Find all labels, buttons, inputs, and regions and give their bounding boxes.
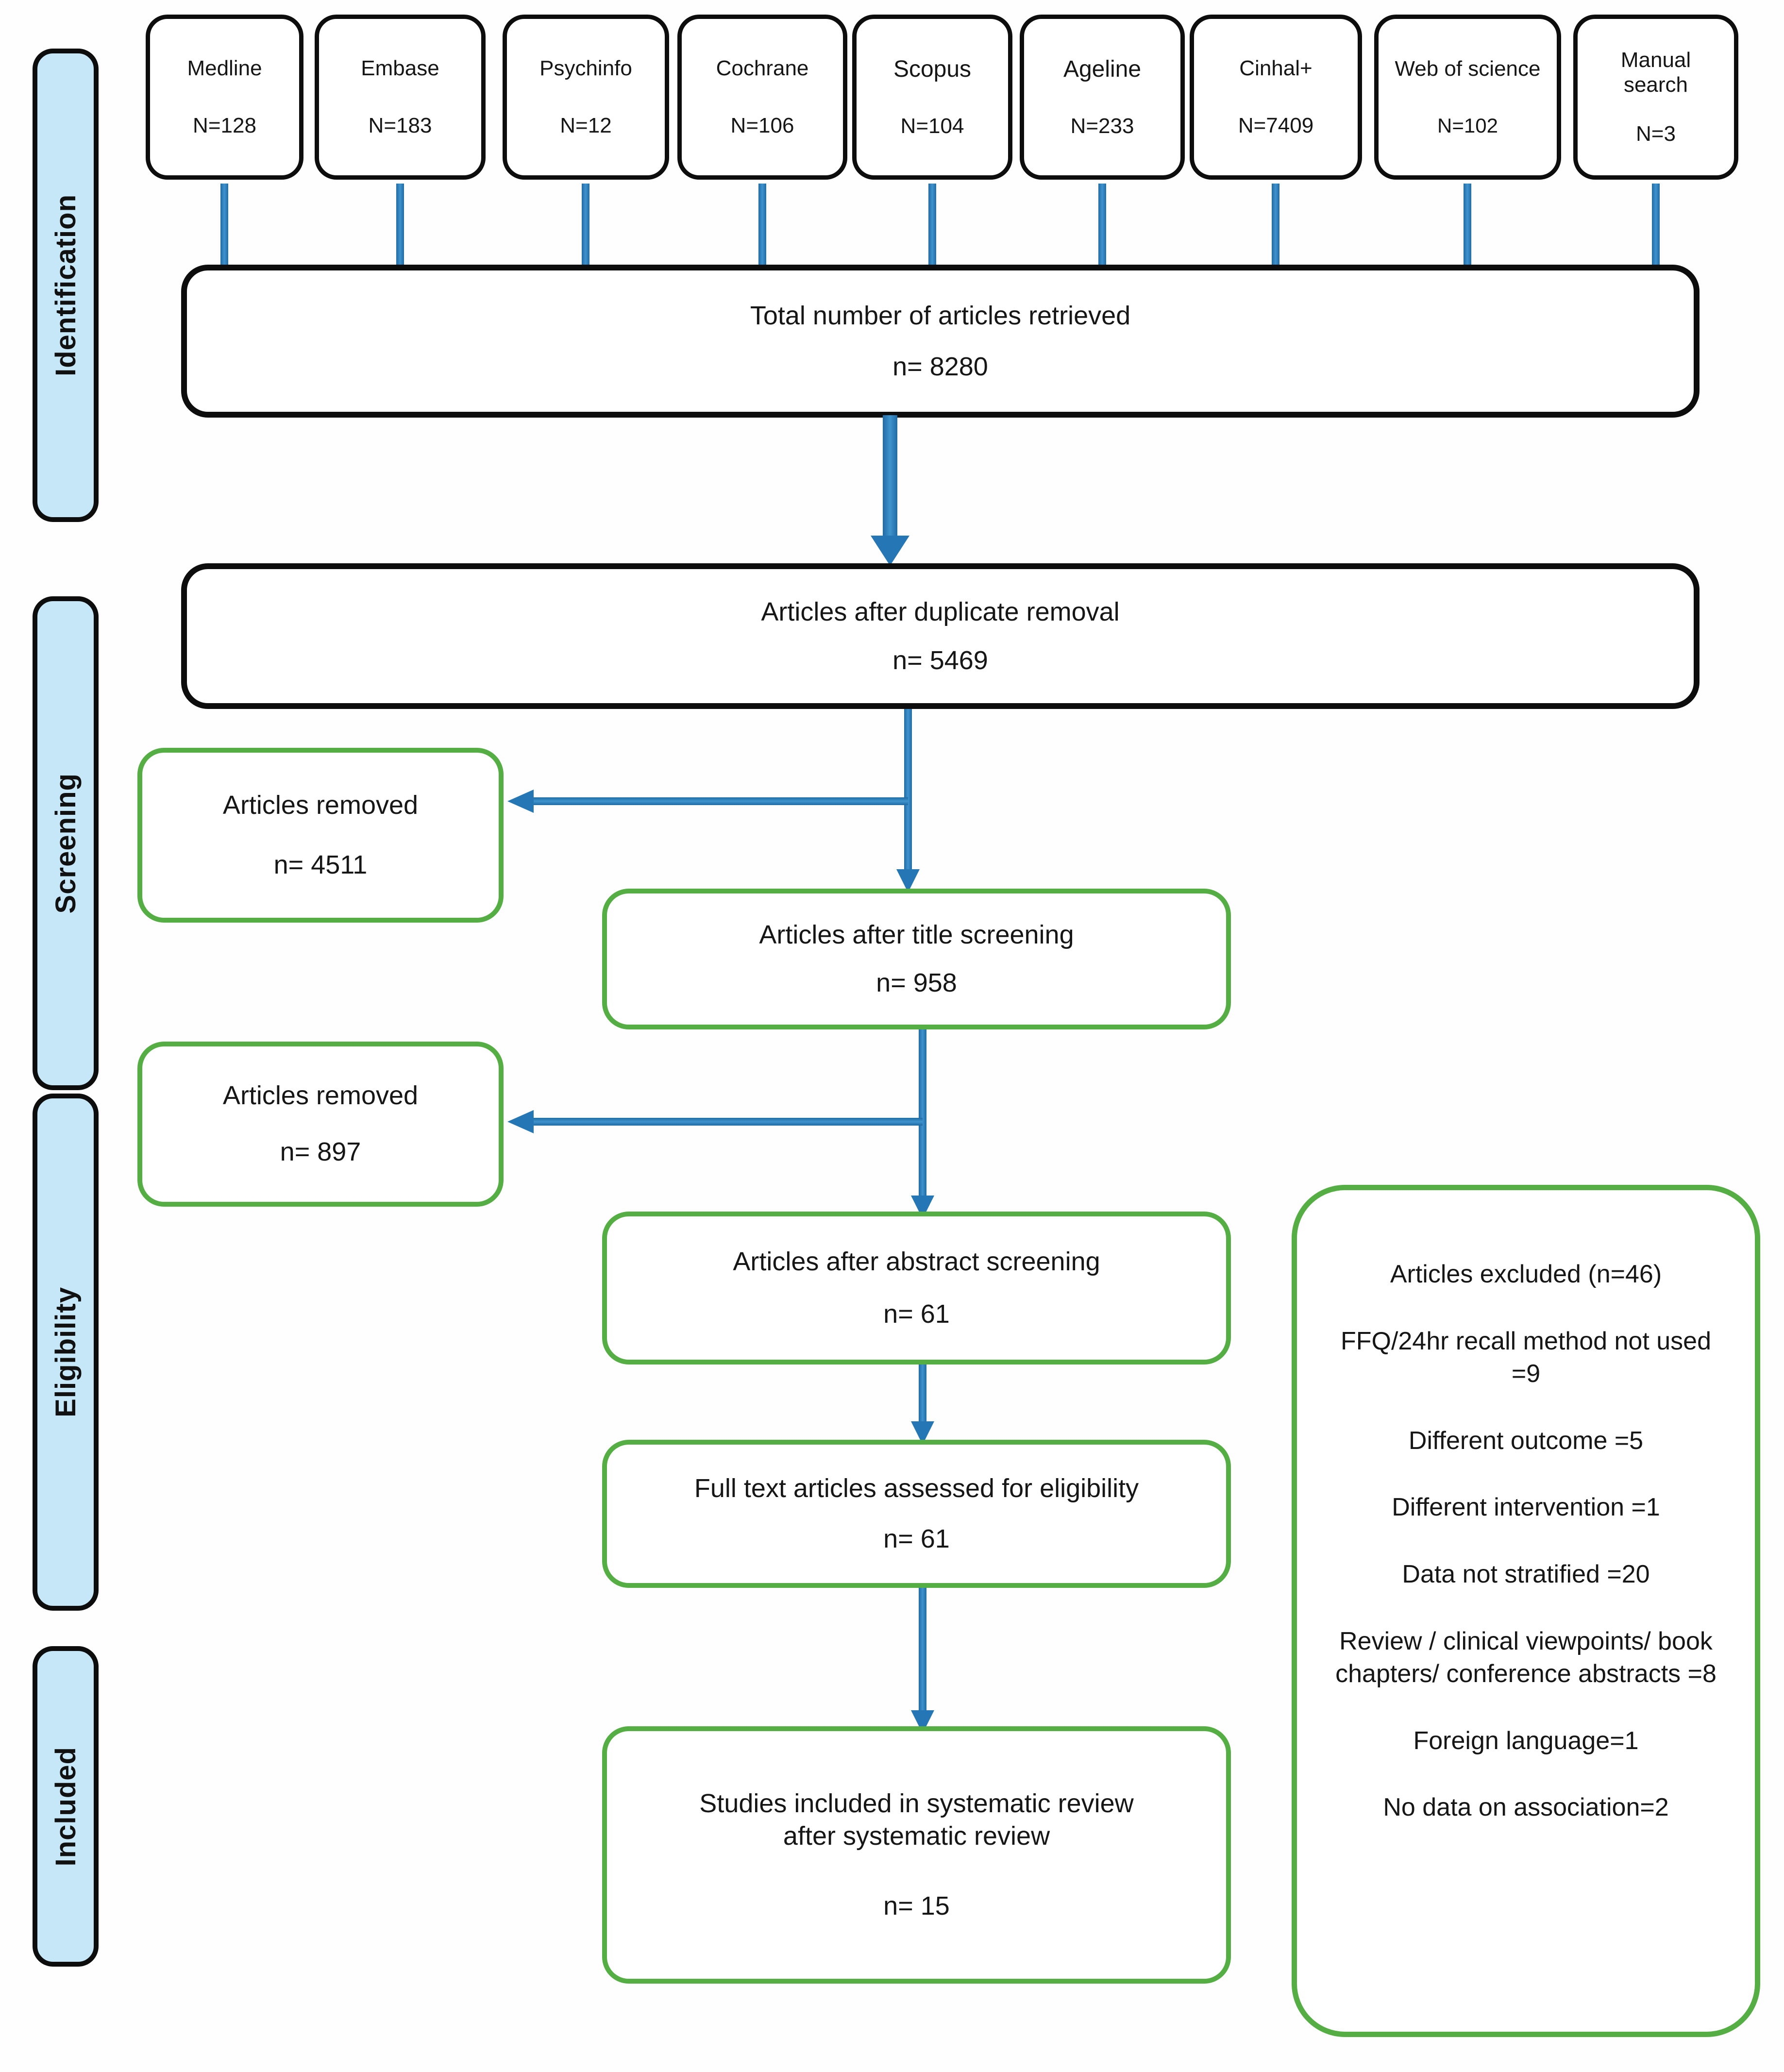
stage-identification: Identification — [33, 49, 99, 522]
arrow-left-icon — [507, 790, 908, 813]
box-count: n= 897 — [280, 1137, 361, 1167]
box-count: n= 8280 — [892, 352, 988, 381]
title-screening-box: Articles after title screening n= 958 — [602, 889, 1231, 1029]
box-count: n= 15 — [883, 1891, 950, 1920]
box-count: n= 61 — [883, 1524, 950, 1553]
duplicate-removal-box: Articles after duplicate removal n= 5469 — [181, 563, 1700, 709]
box-count: n= 958 — [876, 968, 957, 997]
stage-label: Identification — [50, 194, 82, 376]
source-count: N=106 — [730, 113, 794, 137]
box-label: Studies included in systematic review af… — [699, 1787, 1133, 1853]
box-label-line1: Studies included in systematic review — [699, 1788, 1134, 1818]
exclusion-reason: FFQ/24hr recall method not used =9 — [1340, 1327, 1712, 1388]
source-name: Embase — [361, 56, 439, 81]
source-name: Manual search — [1620, 48, 1691, 97]
included-studies-box: Studies included in systematic review af… — [602, 1726, 1231, 1984]
source-box-medline: Medline N=128 — [146, 15, 303, 180]
box-count: n= 5469 — [892, 645, 988, 675]
arrow-down-icon — [911, 1588, 934, 1734]
stage-eligibility: Eligibility — [33, 1094, 99, 1611]
box-count: n= 61 — [883, 1299, 950, 1329]
box-label-line2: after systematic review — [783, 1821, 1050, 1851]
source-count: N=7409 — [1238, 113, 1314, 137]
source-box-scopus: Scopus N=104 — [852, 15, 1012, 180]
source-box-cochrane: Cochrane N=106 — [677, 15, 847, 180]
arrow-down-icon — [911, 1364, 934, 1445]
exclusions-box: Articles excluded (n=46) FFQ/24hr recall… — [1292, 1185, 1760, 2037]
box-label: Total number of articles retrieved — [750, 301, 1131, 331]
source-count: N=233 — [1070, 114, 1134, 138]
source-name: Psychinfo — [539, 56, 632, 81]
removed-title-box: Articles removed n= 4511 — [137, 748, 504, 923]
stage-screening: Screening — [33, 596, 99, 1090]
source-name: Medline — [187, 56, 262, 81]
source-count: N=183 — [368, 113, 432, 137]
exclusions-title: Articles excluded (n=46) — [1390, 1260, 1662, 1288]
source-name: Cinhal+ — [1239, 56, 1313, 81]
source-box-web-of-science: Web of science N=102 — [1374, 15, 1561, 180]
box-label: Articles after title screening — [759, 920, 1074, 949]
box-count: n= 4511 — [273, 850, 368, 879]
source-count: N=12 — [560, 113, 612, 137]
source-box-psychinfo: Psychinfo N=12 — [503, 15, 669, 180]
stage-label: Eligibility — [50, 1287, 82, 1417]
source-count: N=128 — [193, 113, 256, 137]
total-retrieved-box: Total number of articles retrieved n= 82… — [181, 265, 1700, 418]
box-label: Articles after duplicate removal — [761, 597, 1120, 627]
source-box-ageline: Ageline N=233 — [1020, 15, 1185, 180]
box-label: Full text articles assessed for eligibil… — [694, 1473, 1139, 1503]
source-name: Web of science — [1395, 56, 1541, 81]
source-name: Cochrane — [716, 56, 809, 81]
source-box-cinhal: Cinhal+ N=7409 — [1190, 15, 1362, 180]
source-name: Ageline — [1063, 56, 1142, 82]
exclusion-reason: Different intervention =1 — [1392, 1493, 1660, 1522]
box-label: Articles removed — [222, 791, 419, 820]
exclusion-reason: Foreign language=1 — [1413, 1726, 1639, 1755]
stage-included: Included — [33, 1646, 99, 1967]
arrow-left-icon — [507, 1110, 923, 1133]
stage-label: Screening — [50, 773, 82, 914]
removed-abstract-box: Articles removed n= 897 — [137, 1042, 504, 1207]
exclusion-reason: Different outcome =5 — [1408, 1426, 1644, 1455]
box-label: Articles after abstract screening — [733, 1247, 1100, 1276]
thick-arrow-down-icon — [871, 415, 909, 566]
exclusion-reason: No data on association=2 — [1383, 1793, 1669, 1822]
source-name: Scopus — [893, 56, 972, 82]
exclusion-reason: Data not stratified =20 — [1402, 1560, 1650, 1588]
source-box-manual-search: Manual search N=3 — [1573, 15, 1738, 180]
stage-label: Included — [50, 1746, 82, 1867]
full-text-box: Full text articles assessed for eligibil… — [602, 1440, 1231, 1588]
source-count: N=104 — [900, 114, 964, 138]
exclusion-reason: Review / clinical viewpoints/ book chapt… — [1335, 1627, 1717, 1688]
abstract-screening-box: Articles after abstract screening n= 61 — [602, 1212, 1231, 1364]
source-count: N=102 — [1437, 114, 1498, 137]
box-label: Articles removed — [222, 1081, 419, 1111]
source-box-embase: Embase N=183 — [315, 15, 486, 180]
source-count: N=3 — [1636, 121, 1676, 146]
